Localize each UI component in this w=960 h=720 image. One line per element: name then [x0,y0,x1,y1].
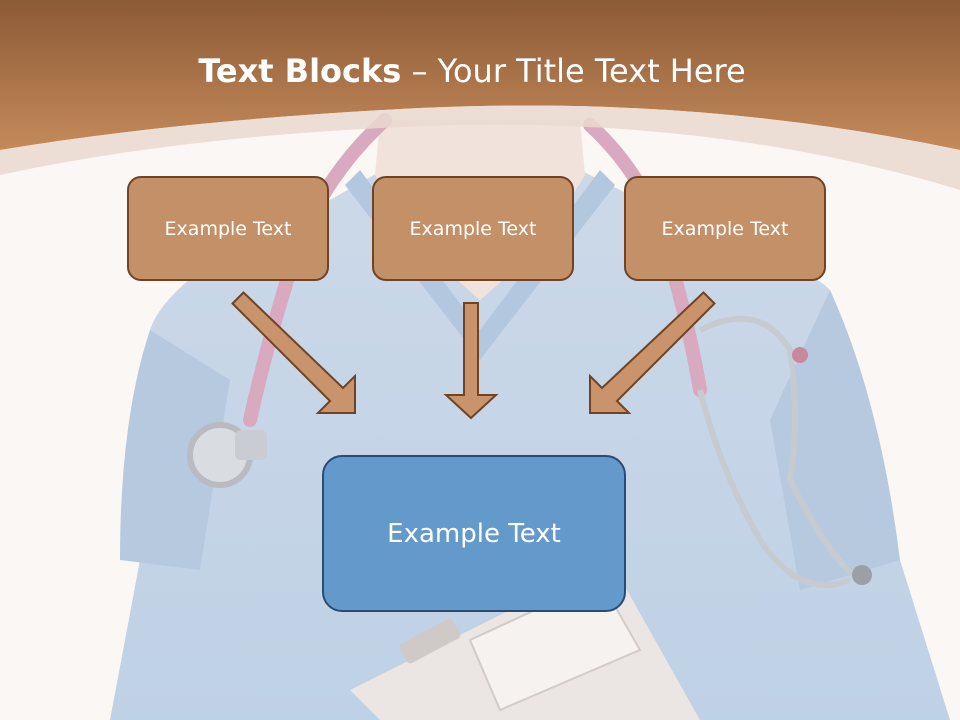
text-box-right-label: Example Text [661,217,789,240]
text-box-center[interactable]: Example Text [372,176,574,281]
nurse-photo [110,113,950,720]
text-box-left-label: Example Text [164,217,292,240]
text-box-right[interactable]: Example Text [624,176,826,281]
arrow-left-icon [231,291,356,414]
arrow-right-icon [589,291,716,414]
arrow-down-icon [443,302,499,420]
header-swoosh [0,105,960,190]
title-bold: Text Blocks [198,52,402,90]
title-rest: – Your Title Text Here [401,52,746,90]
main-text-box[interactable]: Example Text [322,455,626,612]
header-band [0,0,960,150]
text-box-center-label: Example Text [409,217,537,240]
page-title: Text Blocks – Your Title Text Here [0,52,944,90]
text-box-left[interactable]: Example Text [127,176,329,281]
main-text-box-label: Example Text [387,518,561,549]
